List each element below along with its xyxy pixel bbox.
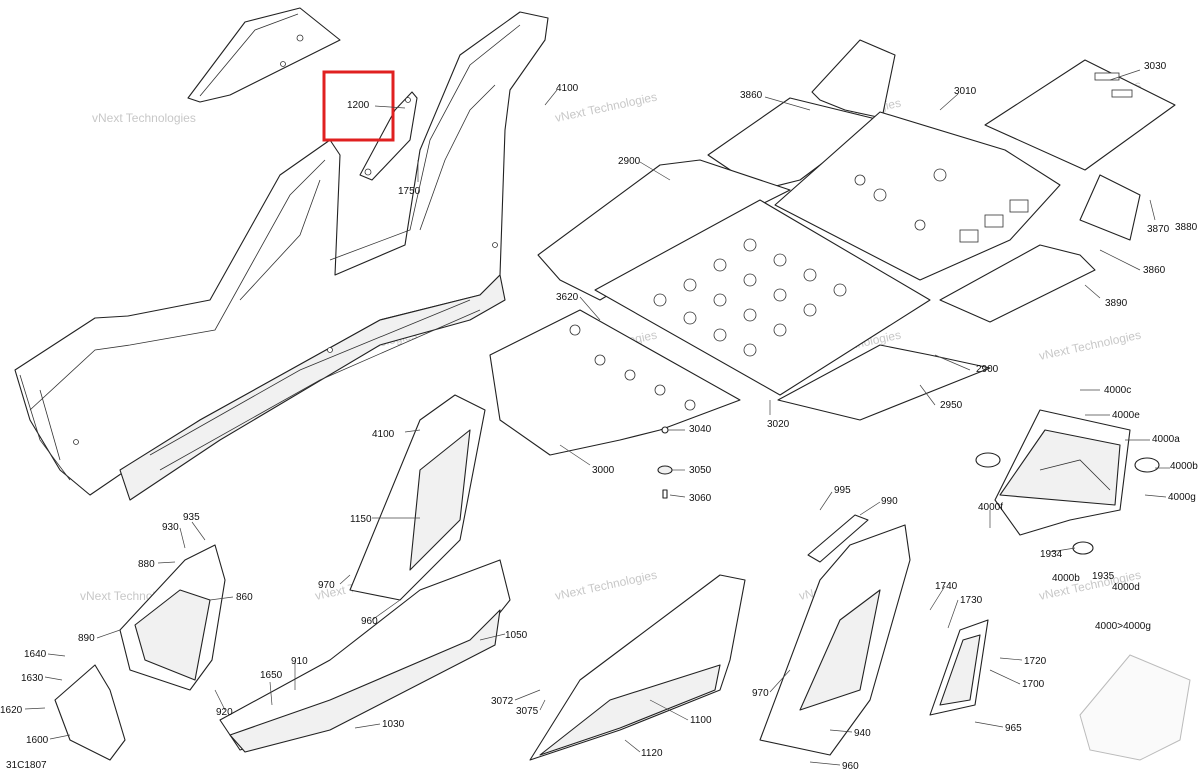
label-2950: 2950 (940, 400, 963, 411)
label-1750: 1750 (398, 186, 421, 197)
label-890: 890 (78, 633, 95, 644)
label-940: 940 (854, 728, 871, 739)
label-970: 970 (752, 688, 769, 699)
highlight-box (322, 70, 395, 142)
label-1650: 1650 (260, 670, 283, 681)
label-3030: 3030 (1144, 61, 1167, 72)
label-3860: 3860 (740, 90, 763, 101)
label-4000b: 4000b (1052, 573, 1080, 584)
label-1600: 1600 (26, 735, 49, 746)
hardware-3040-3060 (657, 426, 673, 499)
label-3880: 3880 (1175, 222, 1198, 233)
label-960: 960 (842, 761, 859, 772)
label-920: 920 (216, 707, 233, 718)
label-3040: 3040 (689, 424, 712, 435)
label-1030: 1030 (382, 719, 405, 730)
label-910: 910 (291, 656, 308, 667)
label-1730: 1730 (960, 595, 983, 606)
rocker-panel-1100 (529, 574, 746, 761)
label-3010: 3010 (954, 86, 977, 97)
label-930: 930 (162, 522, 179, 533)
label-4000d: 4000d (1112, 582, 1140, 593)
side-panel-860 (119, 544, 226, 691)
panel-1700 (929, 619, 989, 716)
label-1050: 1050 (505, 630, 528, 641)
label-860: 860 (236, 592, 253, 603)
label-970: 970 (318, 580, 335, 591)
label-1720: 1720 (1024, 656, 1047, 667)
part-labels: 1200 1750 4100 3860 3010 3030 2900 3870 … (0, 61, 1198, 772)
label-1150: 1150 (350, 514, 372, 525)
label-1740: 1740 (935, 581, 958, 592)
label-4100: 4100 (556, 83, 579, 94)
label-3072: 3072 (491, 696, 514, 707)
label-4100: 4100 (372, 429, 395, 440)
label-1200: 1200 (347, 100, 370, 111)
floor-panel-2900-upper (537, 159, 791, 301)
bracket-990 (807, 514, 869, 563)
label-4000a: 4000a (1152, 434, 1180, 445)
rocker-panel-1050 (219, 559, 511, 753)
diagram-code: 31C1807 (6, 760, 47, 771)
label-965: 965 (1005, 723, 1022, 734)
label-1120: 1120 (641, 748, 663, 759)
label-1640: 1640 (24, 649, 47, 660)
console-4000-ghost-preview (1079, 654, 1191, 761)
watermark: vNext Technologies (1038, 328, 1142, 363)
label-1100: 1100 (690, 715, 712, 726)
label-4000e: 4000e (1112, 410, 1140, 421)
side-panel-1150 (349, 394, 486, 601)
watermark: vNext Technologies (554, 90, 658, 125)
floor-panel-2900-lower (777, 344, 991, 421)
label-935: 935 (183, 512, 200, 523)
main-frame-assembly (14, 11, 549, 501)
label-4000f: 4000f (978, 502, 1003, 513)
label-2900: 2900 (976, 364, 999, 375)
label-3860: 3860 (1143, 265, 1166, 276)
floor-panel-3030 (984, 59, 1176, 171)
label-3000: 3000 (592, 465, 615, 476)
floor-panel-3010 (774, 111, 1061, 281)
label-4000g: 4000g (1168, 492, 1196, 503)
bumper-1600 (54, 664, 126, 761)
floor-panel-3020 (594, 199, 931, 396)
floor-panel-3000 (489, 309, 741, 456)
label-3890: 3890 (1105, 298, 1128, 309)
label-1700: 1700 (1022, 679, 1045, 690)
bracket-3870 (1079, 174, 1141, 241)
bracket-1200 (359, 91, 418, 181)
watermark: vNext Technologies (92, 111, 196, 125)
console-4000-assembly (975, 409, 1160, 555)
label-1934: 1934 (1040, 549, 1063, 560)
label-960: 960 (361, 616, 378, 627)
floor-panel-3860-lower (939, 244, 1096, 323)
leader-lines (24, 69, 1170, 766)
label-4000c: 4000c (1104, 385, 1131, 396)
watermark: vNext Technologies (554, 568, 658, 603)
label-1630: 1630 (21, 673, 44, 684)
label-3870: 3870 (1147, 224, 1170, 235)
top-cover-panel (187, 7, 341, 103)
label-3020: 3020 (767, 419, 790, 430)
label-995: 995 (834, 485, 851, 496)
label-3075: 3075 (516, 706, 539, 717)
side-panel-940 (759, 524, 911, 756)
label-1935: 1935 (1092, 571, 1115, 582)
label-990: 990 (881, 496, 898, 507)
label-4000b: 4000b (1170, 461, 1198, 472)
label-4000-range: 4000>4000g (1095, 621, 1151, 632)
label-1620: 1620 (0, 705, 23, 716)
label-880: 880 (138, 559, 155, 570)
label-3620: 3620 (556, 292, 579, 303)
label-3060: 3060 (689, 493, 712, 504)
label-2900: 2900 (618, 156, 641, 167)
label-3050: 3050 (689, 465, 712, 476)
